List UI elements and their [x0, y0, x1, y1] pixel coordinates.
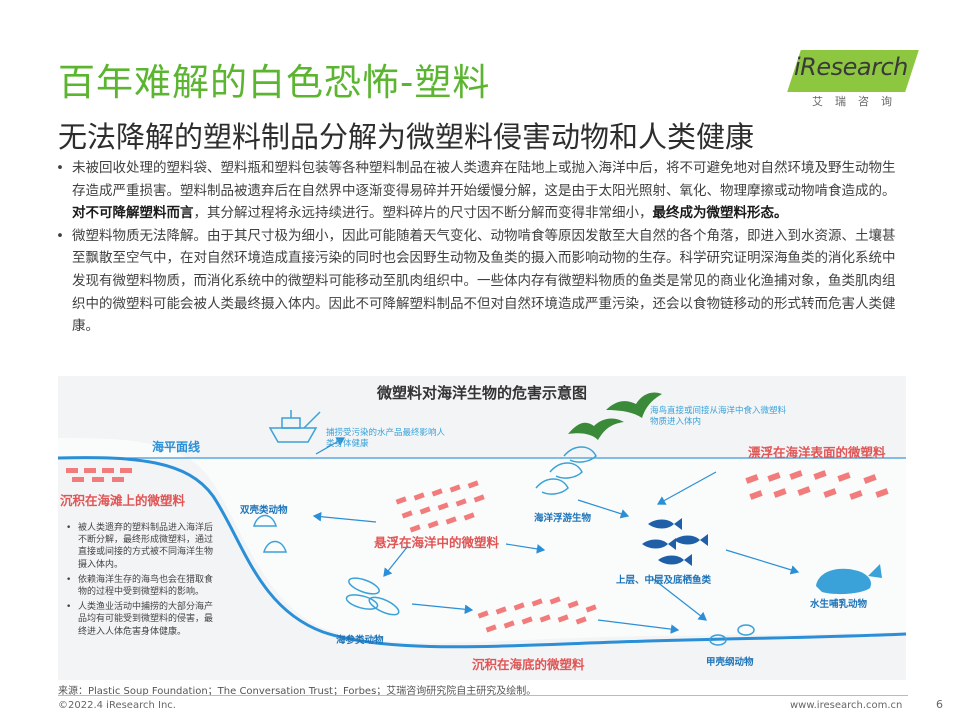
bullet-item: 微塑料物质无法降解。由于其尺寸极为细小，因此可能随着天气变化、动物啃食等原因发散… [56, 225, 896, 338]
suspended-plastic-label: 悬浮在海洋中的微塑料 [374, 535, 500, 550]
logo-tagline: 艾瑞咨询 [812, 95, 904, 108]
sea-cucumber-icon [345, 577, 400, 616]
bivalve-shell-icon [253, 514, 287, 553]
fishing-ship-icon [268, 410, 321, 443]
side-note-item: 被人类遗弃的塑料制品进入海洋后不断分解，最终形成微塑料，通过直接或间接的方式被不… [64, 522, 216, 571]
bullet-list: 未被回收处理的塑料袋、塑料瓶和塑料包装等各种塑料制品在被人类遗弃在陆地上或抛入海… [56, 157, 896, 338]
copyright-text: ©2022.4 iResearch Inc. [58, 700, 176, 711]
crab-icon [709, 624, 755, 646]
footer-divider [58, 695, 908, 696]
seabed-plastic-label: 沉积在海底的微塑料 [472, 657, 585, 672]
flow-arrows [312, 437, 800, 634]
bullet-text: 未被回收处理的塑料袋、塑料瓶和塑料包装等各种塑料制品在被人类遗弃在陆地上或抛入海… [72, 160, 896, 199]
suspended-plastic-fragments [395, 480, 485, 533]
sea-cucumber-label: 海参类动物 [336, 635, 384, 646]
source-note: 来源：Plastic Soup Foundation；The Conversat… [58, 686, 537, 697]
plankton-label: 海洋浮游生物 [534, 513, 592, 524]
sea-level-label: 海平面线 [152, 440, 201, 454]
diagram-side-notes: 被人类遗弃的塑料制品进入海洋后不断分解，最终形成微塑料，通过直接或间接的方式被不… [64, 522, 216, 641]
whale-icon [816, 564, 882, 595]
side-note-item: 人类渔业活动中捕捞的大部分海产品均有可能受到微塑料的侵害，最终进入人体危害身体健… [64, 601, 216, 638]
bullet-text: ，其分解过程将永远持续进行。塑料碎片的尺寸因不断分解而变得非常细小， [193, 205, 653, 222]
seabed-curve [58, 456, 906, 649]
page-number: 6 [936, 698, 943, 711]
website-link[interactable]: www.iresearch.com.cn [790, 700, 903, 711]
ocean-diagram-graphics [58, 392, 906, 649]
plankton-icon [535, 446, 597, 495]
side-note-item: 依赖海洋生存的海鸟也会在猎取食物的过程中受到微塑料的影响。 [64, 574, 216, 598]
fish-label: 上层、中层及底栖鱼类 [616, 575, 712, 586]
crustacean-label: 甲壳纲动物 [706, 657, 754, 668]
seabird-icon [568, 392, 662, 440]
beach-plastic-label: 沉积在海滩上的微塑料 [60, 493, 186, 508]
surface-plastic-fragments [745, 470, 889, 500]
fish-school-icon [642, 518, 708, 566]
bullet-bold-text: 最终成为微塑料形态。 [652, 205, 788, 222]
bird-note: 海鸟直接或间接从海洋中食入微塑料物质进入体内 [650, 406, 787, 427]
iresearch-logo: iResearch 艾瑞咨询 [784, 50, 919, 110]
sea-area [58, 438, 906, 643]
seabed-plastic-fragments [477, 596, 597, 633]
bullet-text: 微塑料物质无法降解。由于其尺寸极为细小，因此可能随着天气变化、动物啃食等原因发散… [72, 227, 896, 335]
page-subtitle: 无法降解的塑料制品分解为微塑料侵害动物和人类健康 [58, 120, 755, 154]
bivalve-label: 双壳类动物 [240, 505, 288, 516]
mammal-label: 水生哺乳动物 [810, 599, 868, 610]
beach-plastic-fragments [66, 468, 132, 482]
page-title: 百年难解的白色恐怖-塑料 [58, 61, 491, 104]
bullet-item: 未被回收处理的塑料袋、塑料瓶和塑料包装等各种塑料制品在被人类遗弃在陆地上或抛入海… [56, 157, 896, 225]
ocean-diagram: 微塑料对海洋生物的危害示意图 海平面线 沉积在海滩上的微塑料 漂浮在海洋表面的微… [58, 376, 906, 680]
ship-note: 捕捞受污染的水产品最终影响人类身体健康 [326, 428, 446, 449]
logo-brand: iResearch [794, 53, 908, 81]
diagram-title: 微塑料对海洋生物的危害示意图 [376, 384, 587, 402]
surface-plastic-label: 漂浮在海洋表面的微塑料 [748, 445, 886, 460]
bullet-bold-text: 对不可降解塑料而言 [72, 205, 194, 222]
